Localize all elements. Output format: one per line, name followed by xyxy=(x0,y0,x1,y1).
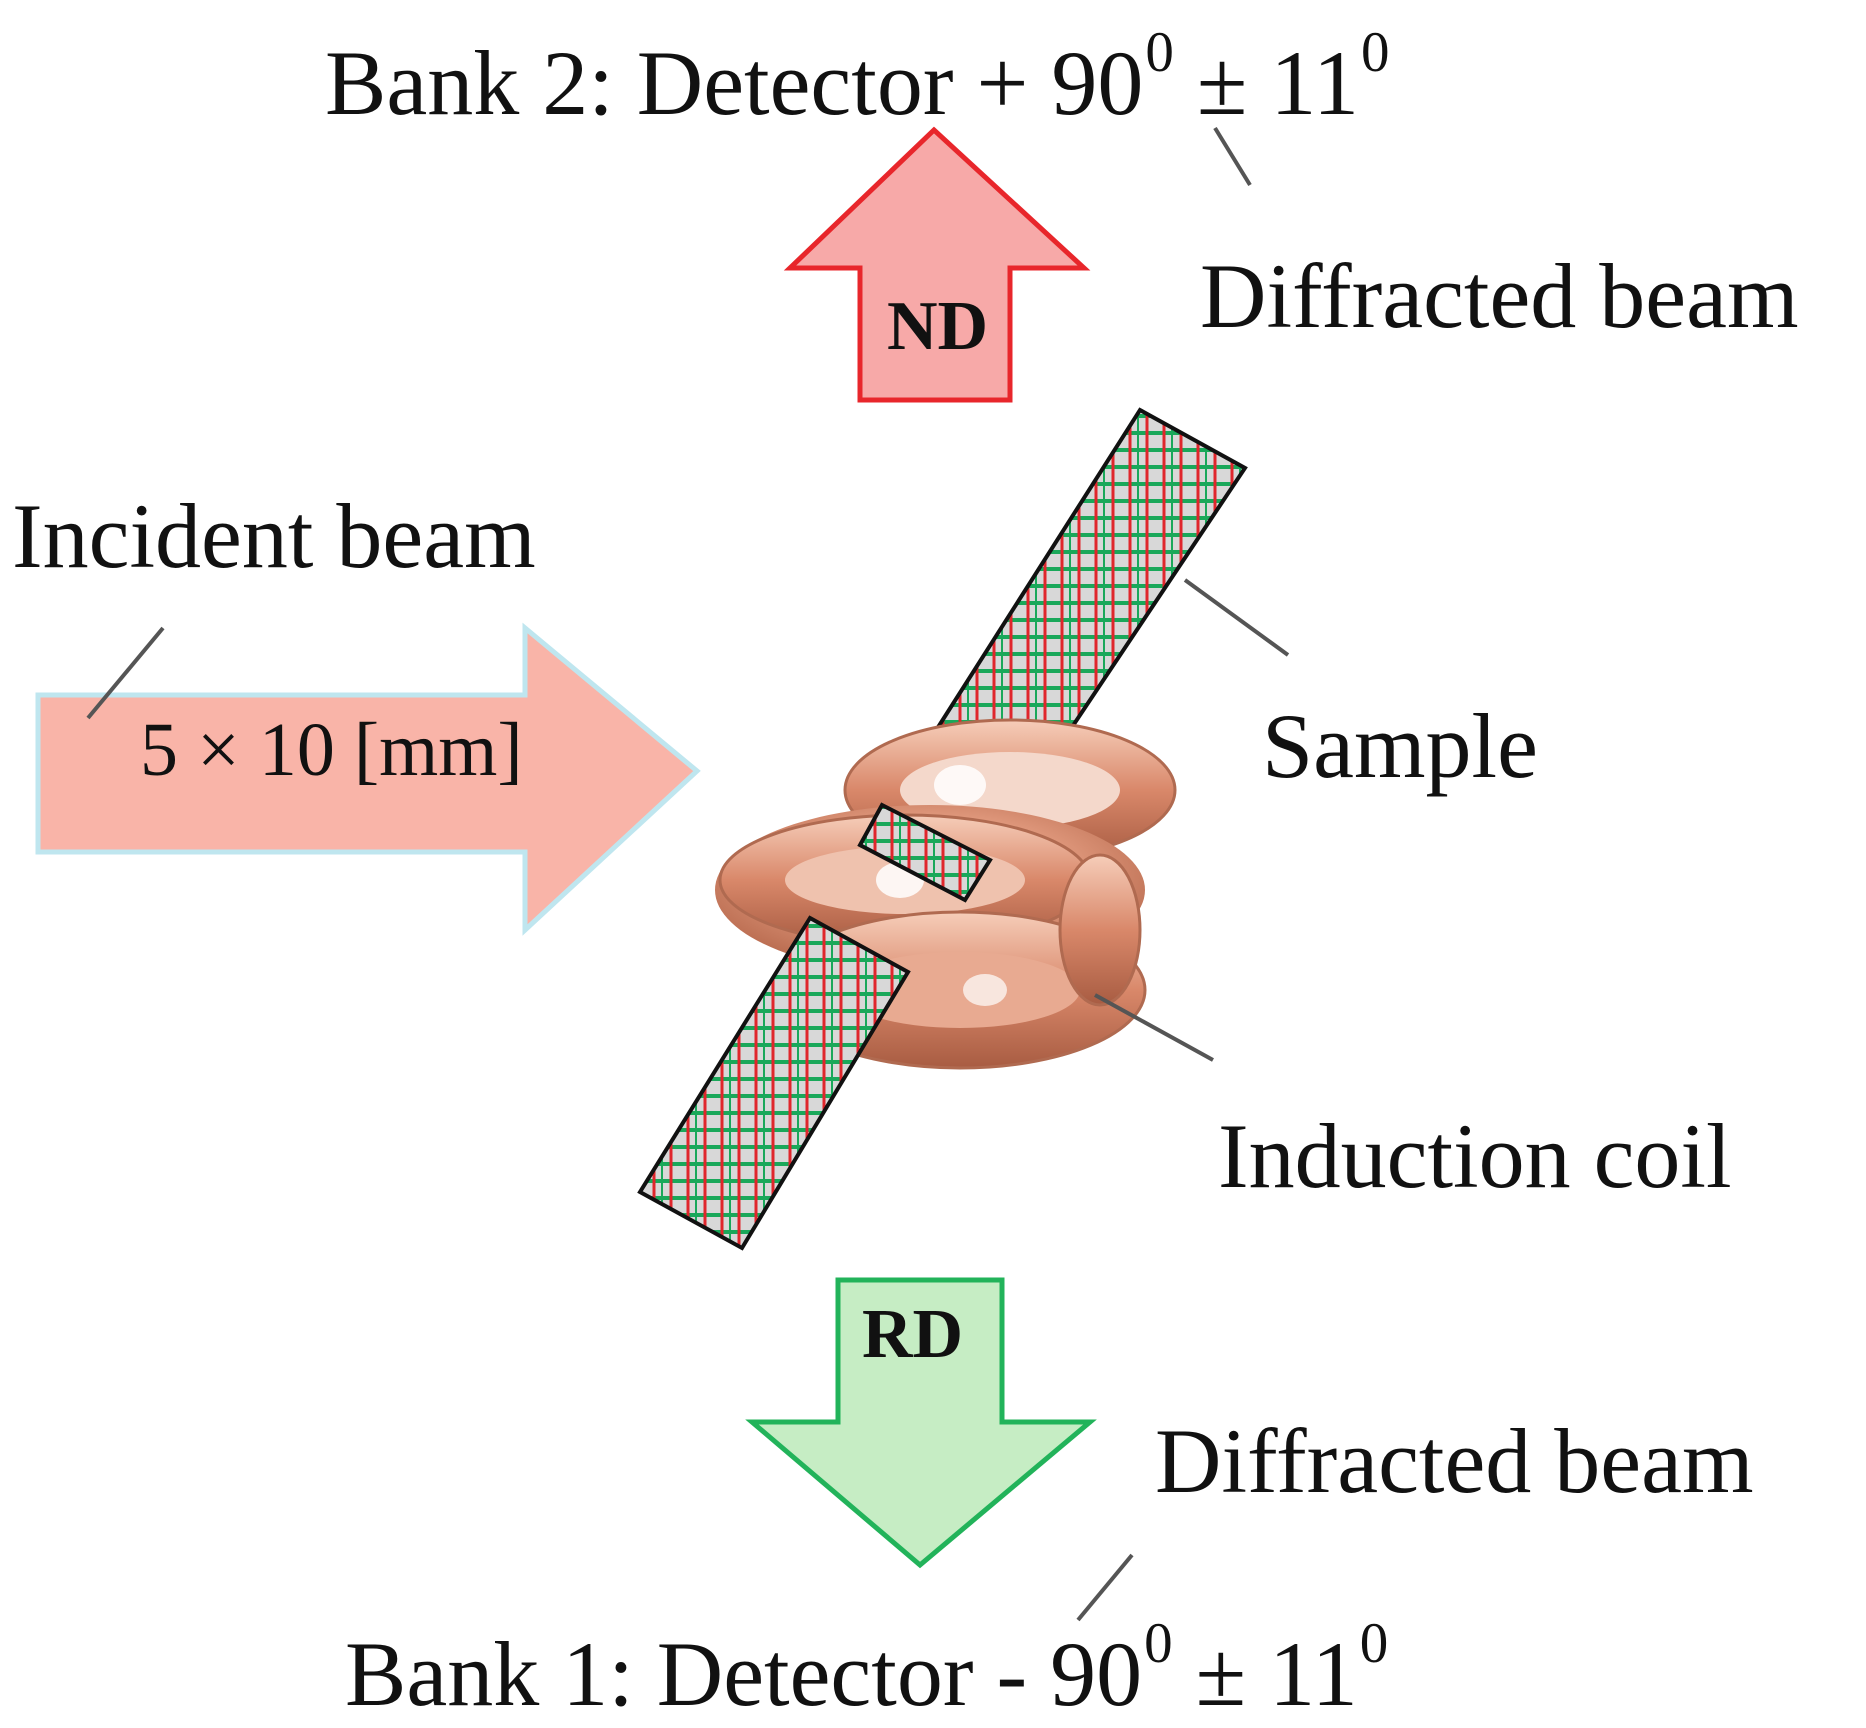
bank1-text: Bank 1: Detector - 90 xyxy=(345,1622,1143,1725)
induction-coil-label: Induction coil xyxy=(1218,1105,1732,1207)
incident-beam-label: Incident beam xyxy=(12,485,536,587)
leader-sample xyxy=(1183,578,1290,657)
rd-label: RD xyxy=(862,1300,963,1370)
incident-beam-arrow xyxy=(35,622,701,936)
bank2-degree-2: 0 xyxy=(1360,21,1390,84)
nd-arrow xyxy=(783,126,1091,403)
leader-coil xyxy=(1094,993,1214,1062)
bank2-text: Bank 2: Detector + 90 xyxy=(325,31,1144,134)
bank1-degree-2: 0 xyxy=(1359,1612,1389,1675)
leader-bank2 xyxy=(1213,126,1252,187)
bank2-label: Bank 2: Detector + 900 ± 110 xyxy=(325,24,1389,129)
diffracted-beam-top-label: Diffracted beam xyxy=(1200,245,1799,347)
bank2-tolerance: ± 11 xyxy=(1173,31,1359,134)
nd-text: ND xyxy=(887,288,989,365)
bank2-degree-1: 0 xyxy=(1145,21,1174,84)
rd-text: RD xyxy=(862,1296,964,1373)
bank1-tolerance: ± 11 xyxy=(1172,1622,1358,1725)
sample-strip-lower xyxy=(637,915,911,1251)
bank1-degree-1: 0 xyxy=(1144,1612,1173,1675)
leader-bank1 xyxy=(1076,1553,1134,1622)
rd-arrow xyxy=(745,1277,1097,1569)
sample-label: Sample xyxy=(1262,695,1538,797)
beam-size-label: 5 × 10 [mm] xyxy=(140,708,523,792)
bank1-label: Bank 1: Detector - 900 ± 110 xyxy=(345,1615,1388,1720)
diffracted-beam-bottom-label: Diffracted beam xyxy=(1155,1410,1754,1512)
sample-strip-middle xyxy=(857,802,993,903)
leader-incident xyxy=(86,626,165,720)
nd-label: ND xyxy=(887,292,988,362)
